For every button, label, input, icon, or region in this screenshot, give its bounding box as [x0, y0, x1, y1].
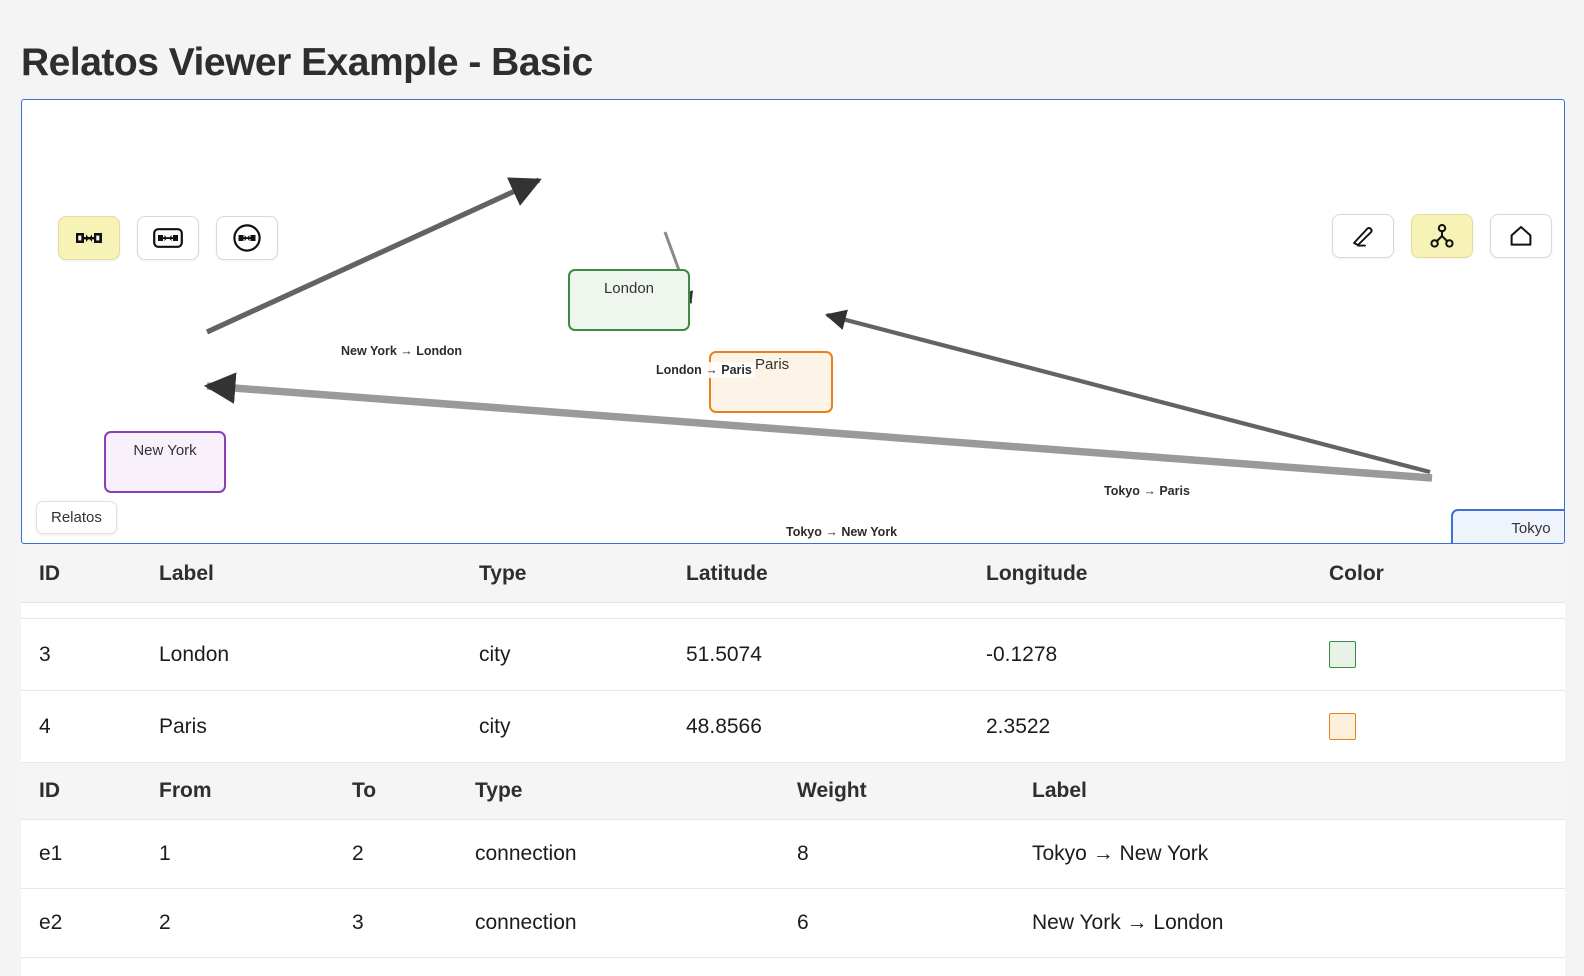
column-header-to[interactable]: To: [352, 763, 475, 820]
column-header-label[interactable]: Label: [1032, 763, 1565, 820]
view-tools-toolbar: [1312, 214, 1552, 258]
table-row[interactable]: 4 Paris city 48.8566 2.3522: [21, 690, 1565, 763]
color-swatch: [1329, 713, 1356, 740]
edge-tokyo-paris[interactable]: [824, 309, 1431, 475]
cell-longitude: -0.1278: [986, 618, 1329, 691]
tool-edit[interactable]: [1332, 214, 1394, 258]
tool-shape-plain[interactable]: [58, 216, 120, 260]
cell-to: 2: [352, 819, 475, 889]
table-row[interactable]: e2 2 3 connection 6 New York → London: [21, 888, 1565, 958]
column-header-id[interactable]: ID: [21, 546, 159, 603]
cell-color: [1329, 618, 1565, 691]
nodes-table-header-row: ID Label Type Latitude Longitude Color: [21, 546, 1565, 603]
cell-type: city: [479, 618, 686, 691]
graph-layout-icon: [1429, 223, 1455, 249]
column-header-type[interactable]: Type: [479, 546, 686, 603]
cell-type: connection: [475, 819, 797, 889]
graph-node-label: Tokyo: [1511, 520, 1551, 537]
cell-id: e2: [21, 888, 159, 958]
node-shape-toolbar: [58, 216, 288, 260]
pencil-icon: [1350, 223, 1376, 249]
cell-id: 4: [21, 690, 159, 763]
home-icon: [1508, 223, 1534, 249]
column-header-id[interactable]: ID: [21, 763, 159, 820]
cell-latitude: 48.8566: [686, 690, 986, 763]
edges-table-header-row: ID From To Type Weight Label: [21, 763, 1565, 820]
graph-node-new-york[interactable]: New York: [104, 431, 226, 493]
table-row[interactable]: e1 1 2 connection 8 Tokyo → New York: [21, 819, 1565, 889]
graph-viewer-panel[interactable]: London Paris New York Tokyo New York → L…: [21, 99, 1565, 544]
tool-shape-circle[interactable]: [216, 216, 278, 260]
graph-node-label: Paris: [755, 356, 790, 373]
edge-label-tokyo-new-york: Tokyo → New York: [783, 524, 901, 540]
graph-canvas[interactable]: [22, 100, 1565, 544]
edge-label-tokyo-paris: Tokyo → Paris: [1101, 483, 1193, 499]
edges-table: ID From To Type Weight Label e1 1 2 conn…: [21, 763, 1565, 958]
relatos-watermark-badge[interactable]: Relatos: [36, 501, 117, 534]
graph-node-london[interactable]: London: [568, 269, 690, 331]
node-plain-icon: [76, 231, 102, 245]
edge-label-london-paris: London → Paris: [653, 362, 755, 378]
cell-to: 3: [352, 888, 475, 958]
cell-type: connection: [475, 888, 797, 958]
edge-new-york-london[interactable]: [205, 177, 542, 335]
cell-longitude: 2.3522: [986, 690, 1329, 763]
cell-weight: 8: [797, 819, 1032, 889]
cell-latitude: 51.5074: [686, 618, 986, 691]
tool-layout[interactable]: [1411, 214, 1473, 258]
column-header-weight[interactable]: Weight: [797, 763, 1032, 820]
data-tables-region: ID Label Type Latitude Longitude Color 3…: [21, 546, 1565, 976]
cell-label: Tokyo → New York: [1032, 819, 1565, 889]
cell-type: city: [479, 690, 686, 763]
column-header-from[interactable]: From: [159, 763, 352, 820]
graph-node-label: London: [603, 280, 655, 297]
color-swatch: [1329, 641, 1356, 668]
graph-node-label: New York: [133, 442, 197, 459]
node-circle-icon: [233, 224, 261, 252]
page-title: Relatos Viewer Example - Basic: [21, 41, 593, 85]
nodes-table: ID Label Type Latitude Longitude Color 3…: [21, 546, 1565, 763]
edge-tokyo-new-york[interactable]: [203, 372, 1433, 482]
table-scroll-spacer: [21, 602, 1565, 619]
column-header-latitude[interactable]: Latitude: [686, 546, 986, 603]
cell-from: 1: [159, 819, 352, 889]
cell-id: 3: [21, 618, 159, 691]
column-header-longitude[interactable]: Longitude: [986, 546, 1329, 603]
tool-shape-rounded-rect[interactable]: [137, 216, 199, 260]
cell-id: e1: [21, 819, 159, 889]
cell-weight: 6: [797, 888, 1032, 958]
cell-from: 2: [159, 888, 352, 958]
cell-label: Paris: [159, 690, 479, 763]
graph-node-tokyo[interactable]: Tokyo: [1451, 509, 1564, 543]
column-header-type[interactable]: Type: [475, 763, 797, 820]
node-rect-icon: [153, 228, 183, 248]
column-header-label[interactable]: Label: [159, 546, 479, 603]
cell-color: [1329, 690, 1565, 763]
edge-label-new-york-london: New York → London: [338, 343, 466, 359]
tool-home[interactable]: [1490, 214, 1552, 258]
graph-node-paris[interactable]: Paris: [709, 351, 833, 413]
column-header-color[interactable]: Color: [1329, 546, 1565, 603]
cell-label: New York → London: [1032, 888, 1565, 958]
cell-label: London: [159, 618, 479, 691]
table-row[interactable]: 3 London city 51.5074 -0.1278: [21, 618, 1565, 691]
